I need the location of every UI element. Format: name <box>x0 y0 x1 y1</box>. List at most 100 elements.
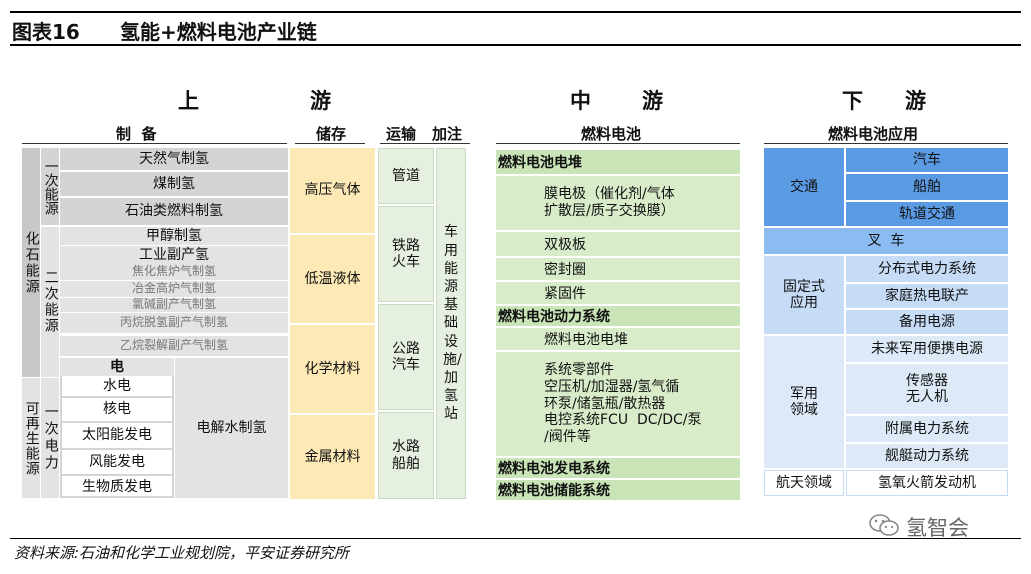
app-fixed-label: 固定式 应用 <box>764 256 844 334</box>
membrane-line-2: 扩散层/质子交换膜） <box>544 203 675 219</box>
prep-item-industrial-byproduct: 工业副产氢 <box>60 246 288 264</box>
midstream-title-2: 游 <box>642 89 664 113</box>
prep-item-petroleum: 石油类燃料制氢 <box>60 198 288 225</box>
app-forklift: 叉 车 <box>764 228 1008 254</box>
storage-rule <box>295 143 365 144</box>
fossil-energy-label: 化石能源 <box>22 148 40 377</box>
prep-item-blast-furnace: 冶金高炉气制氢 <box>60 281 288 297</box>
watermark: 氢智会 <box>868 512 969 542</box>
app-transport-label: 交通 <box>764 148 844 226</box>
sensor-line-1: 传感器 <box>906 372 948 389</box>
fixed-label-line-2: 应用 <box>790 295 818 311</box>
prep-item-coal: 煤制氢 <box>60 172 288 196</box>
renewable-nuclear: 核电 <box>60 397 174 421</box>
storage-high-pressure: 高压气体 <box>290 148 375 233</box>
renewable-solar: 太阳能发电 <box>60 422 174 448</box>
renewable-items-frame <box>60 376 174 498</box>
renewable-wind: 风能发电 <box>60 450 174 474</box>
fuel-cell-header: 燃料电池 <box>581 125 642 143</box>
storage-chemical: 化学材料 <box>290 325 375 413</box>
renewable-divider-0 <box>60 396 174 398</box>
app-fixed-chp: 家庭热电联产 <box>846 284 1008 308</box>
components-line-3: 环泵/储氢瓶/散热器 <box>544 395 666 412</box>
app-aero-label: 航天领域 <box>764 470 844 496</box>
prep-header: 制 备 <box>116 125 157 143</box>
components-line-2: 空压机/加湿器/氢气循 <box>544 378 680 395</box>
sensor-line-2: 无人机 <box>906 389 948 405</box>
renewable-divider-2 <box>60 448 174 450</box>
midstream-title-1: 中 <box>570 89 592 113</box>
storage-metal: 金属材料 <box>290 415 375 499</box>
source-note: 资料来源:石油和化学工业规划院，平安证券研究所 <box>14 544 350 562</box>
components-line-4: 电控系统FCU DC/DC/泵 <box>544 412 702 429</box>
prep-item-coke-oven: 焦化焦炉气制氢 <box>60 264 288 280</box>
transport-road: 公路汽车 <box>378 304 434 410</box>
primary-energy-label: 一次能源 <box>41 148 59 225</box>
storage-header: 储存 <box>316 125 347 143</box>
upstream-title-2: 游 <box>310 89 332 113</box>
components-line-1: 系统零部件 <box>544 362 614 378</box>
power-item-stack: 燃料电池电堆 <box>496 328 740 350</box>
app-military-label: 军用 领域 <box>764 336 844 468</box>
refuel-infrastructure: 车用能源基础设施/加氢站 <box>436 148 466 499</box>
prep-item-chlor-alkali: 氯碱副产气制氢 <box>60 297 288 312</box>
transport-rule <box>380 143 470 144</box>
power-item-components: 系统零部件 空压机/加湿器/氢气循 环泵/储氢瓶/散热器 电控系统FCU DC/… <box>496 352 740 456</box>
electrolysis-box: 电解水制氢 <box>175 358 288 498</box>
fuel-cell-rule <box>496 143 740 144</box>
power-system-title: 燃料电池动力系统 <box>496 306 740 326</box>
header-bottom-rule <box>10 44 1021 46</box>
stack-item-membrane: 膜电极（催化剂/气体 扩散层/质子交换膜） <box>496 176 740 230</box>
stack-item-bipolar: 双极板 <box>496 232 740 256</box>
downstream-title-1: 下 <box>842 89 864 113</box>
fixed-label-line-1: 固定式 <box>783 278 825 295</box>
transport-water: 水路船舶 <box>378 412 434 499</box>
electricity-label: 电 <box>60 358 174 377</box>
figure-title: 氢能+燃料电池产业链 <box>120 20 317 44</box>
generation-system-title: 燃料电池发电系统 <box>496 458 740 478</box>
application-rule <box>764 143 1008 144</box>
app-transport-rail: 轨道交通 <box>846 202 1008 226</box>
application-header: 燃料电池应用 <box>828 125 919 143</box>
transport-pipeline: 管道 <box>378 148 434 204</box>
components-line-5: /阀件等 <box>544 429 591 446</box>
app-fixed-backup: 备用电源 <box>846 310 1008 334</box>
app-military-naval: 舰艇动力系统 <box>846 444 1008 468</box>
military-label-line-1: 军用 <box>790 385 818 402</box>
app-aero-rocket: 氢氧火箭发动机 <box>846 470 1008 496</box>
renewable-divider-1 <box>60 421 174 423</box>
downstream-title-2: 游 <box>905 89 927 113</box>
military-label-line-2: 领域 <box>790 402 818 418</box>
transport-rail: 铁路火车 <box>378 206 434 302</box>
app-transport-ship: 船舶 <box>846 174 1008 200</box>
stack-item-seal: 密封圈 <box>496 258 740 280</box>
transport-header: 运输 <box>386 125 417 143</box>
membrane-line-1: 膜电极（催化剂/气体 <box>544 186 675 203</box>
header-top-rule <box>10 11 1021 13</box>
storage-cryogenic: 低温液体 <box>290 235 375 323</box>
renewable-biomass: 生物质发电 <box>60 476 174 498</box>
prep-item-propane: 丙烷脱氢副产气制氢 <box>60 313 288 333</box>
prep-item-methanol: 甲醇制氢 <box>60 227 288 245</box>
primary-power-label: 一次电力 <box>41 378 59 498</box>
figure-number: 图表16 <box>12 20 80 44</box>
renewable-energy-label: 可再生能源 <box>22 378 40 498</box>
app-military-sensor: 传感器 无人机 <box>846 364 1008 414</box>
app-fixed-distributed: 分布式电力系统 <box>846 256 1008 282</box>
upstream-title-1: 上 <box>178 89 200 113</box>
app-transport-car: 汽车 <box>846 148 1008 172</box>
stack-title: 燃料电池电堆 <box>496 150 740 174</box>
watermark-text: 氢智会 <box>906 516 969 540</box>
renewable-divider-3 <box>60 474 174 476</box>
renewable-hydro: 水电 <box>60 376 174 396</box>
storage-system-title: 燃料电池储能系统 <box>496 480 740 500</box>
prep-rule <box>22 143 287 144</box>
refuel-header: 加注 <box>432 125 463 143</box>
wechat-icon <box>868 513 900 541</box>
app-military-portable: 未来军用便携电源 <box>846 336 1008 362</box>
secondary-energy-label: 二次能源 <box>41 227 59 377</box>
app-military-aux: 附属电力系统 <box>846 416 1008 442</box>
prep-item-natural-gas: 天然气制氢 <box>60 148 288 170</box>
stack-item-fastener: 紧固件 <box>496 282 740 304</box>
prep-item-ethane: 乙烷裂解副产气制氢 <box>60 336 288 356</box>
